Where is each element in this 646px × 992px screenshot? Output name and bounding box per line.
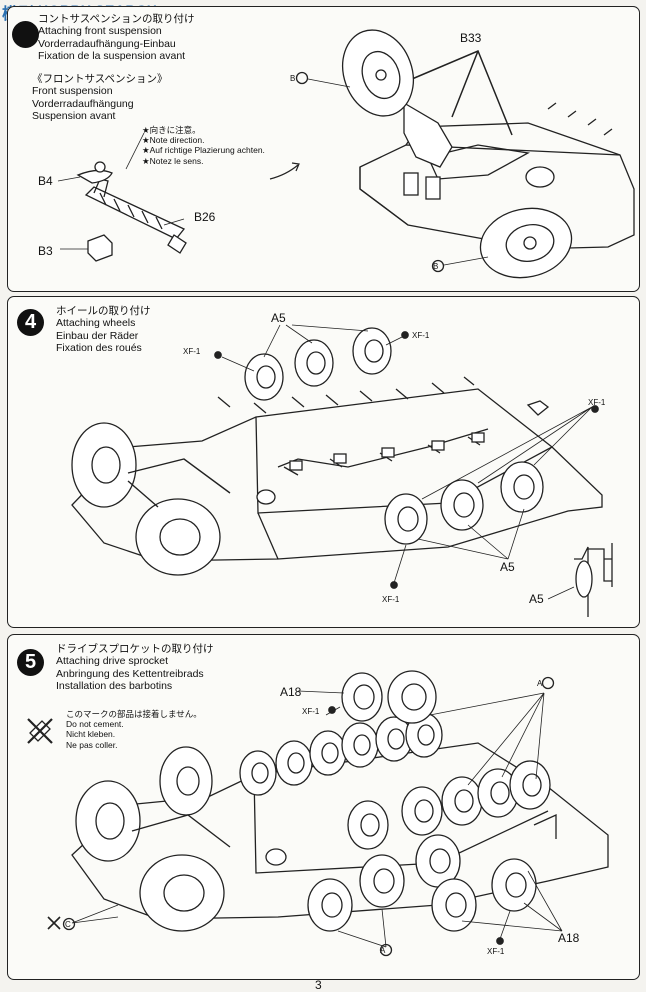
- step-5-title: ドライブスプロケットの取り付け Attaching drive sprocket…: [56, 643, 214, 693]
- part-label-b33: B33: [460, 31, 482, 45]
- step-3-title: コントサスペンションの取り付け Attaching front suspensi…: [38, 13, 195, 63]
- part-b4-pin: [94, 161, 106, 173]
- drive-sprocket-top: [341, 670, 437, 724]
- part-label-a5-right: A5: [500, 560, 515, 574]
- front-wheel-step4-right: [135, 498, 221, 576]
- step-5-title-fr: Installation des barbotins: [56, 680, 173, 693]
- paint-xf1-b: XF-1: [412, 331, 430, 340]
- ref-mark-a-2: A: [380, 946, 386, 955]
- note-fr: ★Notez le sens.: [142, 155, 204, 166]
- step-3-title-jp: コントサスペンションの取り付け: [38, 13, 195, 25]
- step-4-title: ホイールの取り付け Attaching wheels Einbau der Rä…: [56, 305, 151, 355]
- step-4-title-de: Einbau der Räder: [56, 329, 139, 342]
- ref-mark-b-1: B: [290, 74, 296, 83]
- step-3-title-de: Vorderradaufhängung-Einbau: [38, 37, 176, 50]
- assembly-arrow: [269, 162, 300, 180]
- tie-rod-b33: [411, 50, 513, 136]
- part-label-b3: B3: [38, 244, 53, 258]
- paint-xf1-a: XF-1: [183, 347, 201, 356]
- road-wheels-mid-row: [347, 760, 551, 850]
- paint-xf1-a: XF-1: [302, 707, 320, 716]
- front-wheel-upper: [342, 29, 414, 117]
- front-wheel-step5-upper: [159, 746, 213, 816]
- step-3-panel: コントサスペンションの取り付け Attaching front suspensi…: [7, 6, 640, 292]
- part-label-a5-top: A5: [271, 311, 286, 325]
- step-4-title-fr: Fixation des roués: [56, 342, 142, 355]
- ref-mark-c: C: [65, 920, 71, 929]
- note-jp: ★向きに注意。: [142, 125, 201, 135]
- page-number: 3: [315, 978, 322, 992]
- step-4-illustration: [71, 324, 613, 617]
- note-en: ★Note direction.: [142, 135, 205, 146]
- step-3-title-en: Attaching front suspension: [38, 25, 162, 38]
- ref-mark-b-2: B: [433, 262, 439, 271]
- no-cement-de: Nicht kleben.: [66, 729, 116, 740]
- part-label-a18-top: A18: [280, 685, 302, 699]
- part-label-b26: B26: [194, 210, 216, 224]
- step-3-number: [12, 21, 39, 48]
- step-5-title-en: Attaching drive sprocket: [56, 655, 169, 668]
- do-not-cement-note: このマークの部品は接着しません。 Do not cement. Nicht kl…: [66, 709, 202, 750]
- part-label-a18-bottom: A18: [558, 931, 580, 945]
- part-b4: [76, 169, 113, 184]
- front-wheel-lower: [479, 207, 573, 279]
- paint-xf1-c: XF-1: [588, 398, 606, 407]
- road-wheels-upper: [244, 327, 392, 401]
- front-suspension-part-b26: [84, 178, 187, 254]
- paint-xf1-b: XF-1: [487, 947, 505, 956]
- front-wheel-step5-left: [75, 780, 141, 862]
- road-wheels-bottom-row: [307, 834, 537, 932]
- no-cement-fr: Ne pas coller.: [66, 739, 118, 750]
- step-3-illustration: [57, 29, 635, 279]
- direction-note: ★向きに注意。 ★Note direction. ★Auf richtige P…: [142, 125, 265, 166]
- step-5-number: 5: [17, 649, 44, 676]
- front-wheel-step5-right: [139, 854, 225, 932]
- road-wheels-lower: [384, 461, 544, 545]
- no-cement-icon: [27, 718, 53, 744]
- part-label-a5-bottom: A5: [529, 592, 544, 606]
- step-5-title-jp: ドライブスプロケットの取り付け: [56, 643, 214, 655]
- step-5-title-de: Anbringung des Kettentreibrads: [56, 667, 204, 680]
- front-wheel-step4-left: [71, 422, 137, 508]
- subassembly-jp: 《フロントサスペンション》: [32, 73, 168, 85]
- detail-inset-a5: [547, 543, 613, 617]
- step-4-title-en: Attaching wheels: [56, 317, 136, 330]
- no-cement-jp: このマークの部品は接着しません。: [66, 709, 202, 719]
- step-4-panel: 4 ホイールの取り付け Attaching wheels Einbau der …: [7, 296, 640, 628]
- step-3-title-fr: Fixation de la suspension avant: [38, 50, 186, 63]
- step-4-number: 4: [17, 309, 44, 336]
- subassembly-en: Front suspension: [32, 85, 113, 98]
- subassembly-fr: Suspension avant: [32, 110, 116, 123]
- step-5-panel: 5 ドライブスプロケットの取り付け Attaching drive sprock…: [7, 634, 640, 980]
- front-suspension-subtitle: 《フロントサスペンション》 Front suspension Vorderrad…: [32, 73, 168, 123]
- paint-xf1-d: XF-1: [382, 595, 400, 604]
- note-de: ★Auf richtige Plazierung achten.: [142, 145, 265, 156]
- step-4-title-jp: ホイールの取り付け: [56, 305, 151, 317]
- part-label-b4: B4: [38, 174, 53, 188]
- no-cement-en: Do not cement.: [66, 719, 124, 730]
- axle-stubs: [217, 376, 485, 476]
- step-5-illustration: [27, 670, 609, 957]
- subassembly-de: Vorderradaufhängung: [32, 97, 134, 110]
- ref-mark-a-1: A: [537, 679, 543, 688]
- part-b3: [87, 234, 113, 262]
